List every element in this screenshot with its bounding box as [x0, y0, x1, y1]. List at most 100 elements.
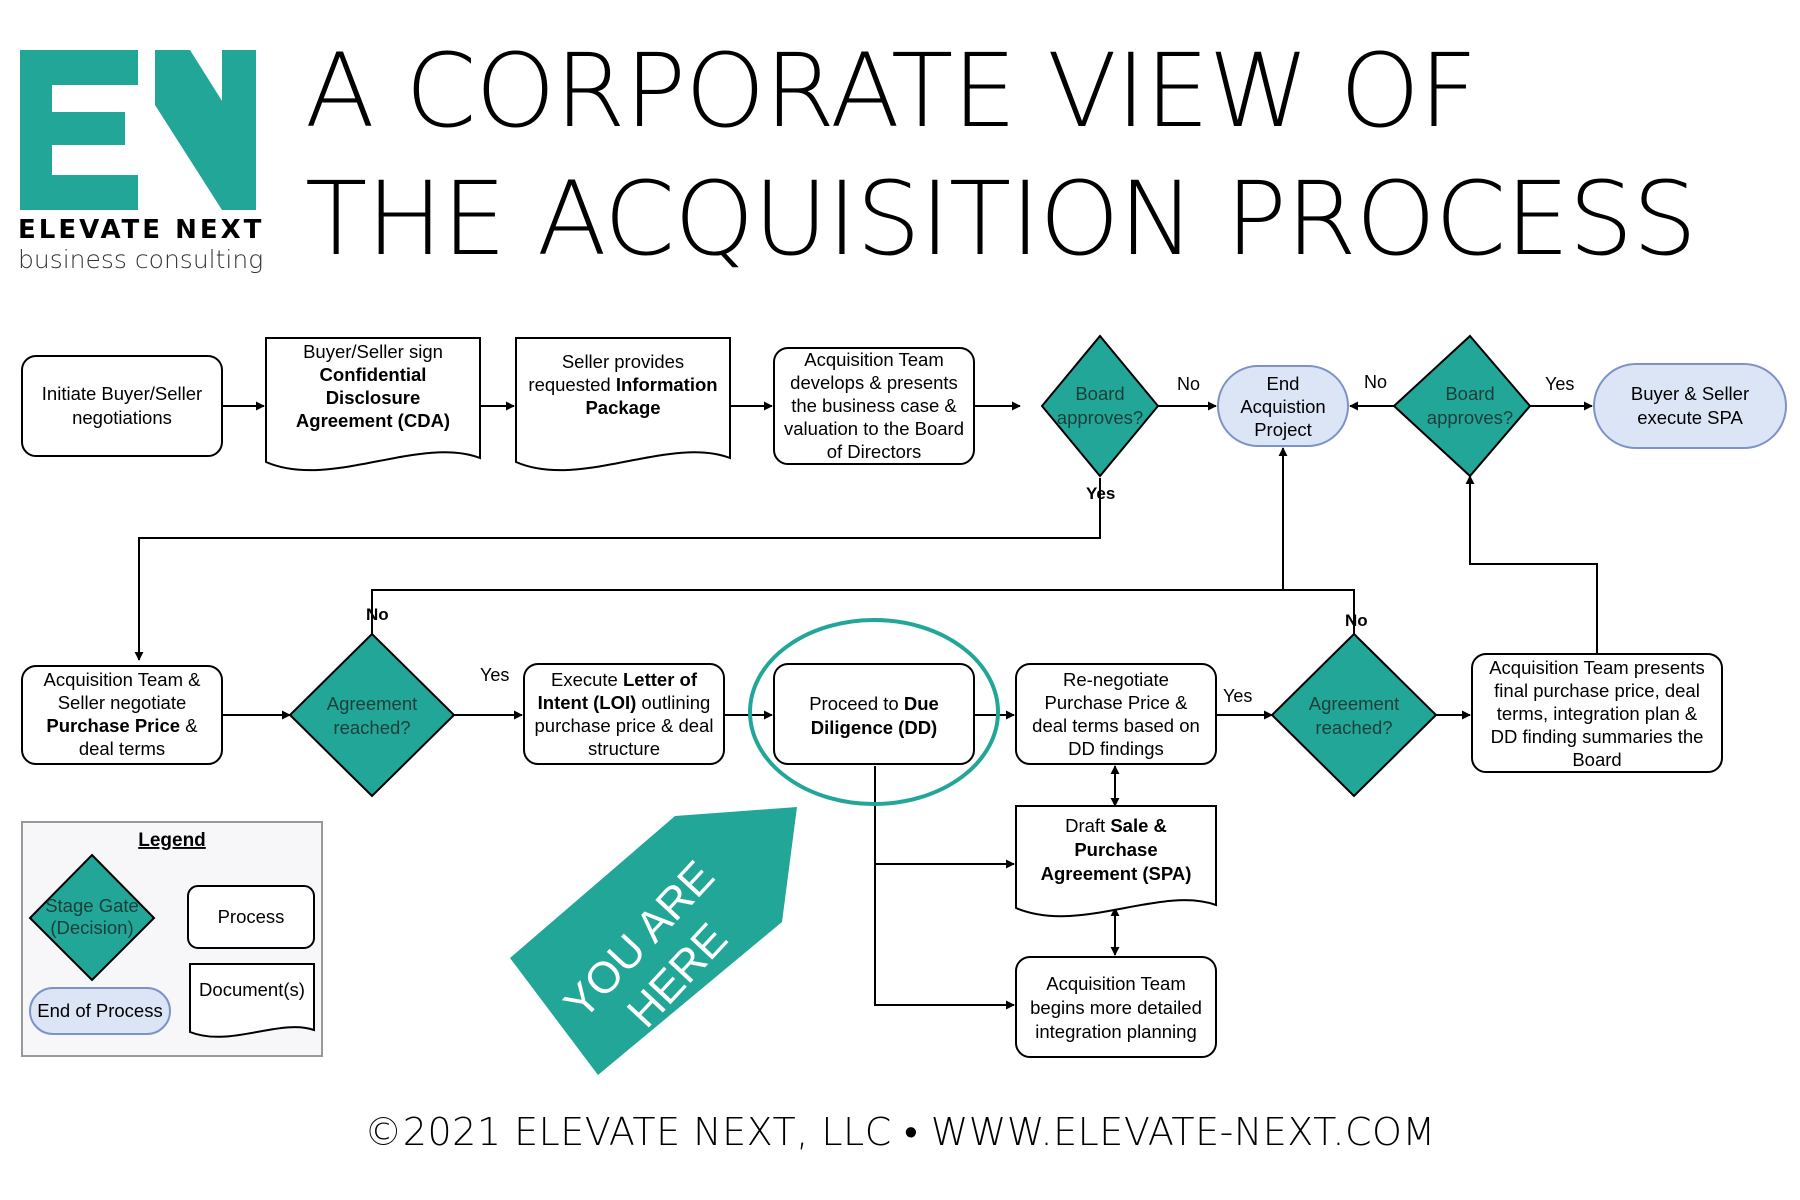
- node-renegotiate-line-2: Purchase Price &: [1045, 692, 1189, 713]
- you-are-here-highlight: [748, 618, 1000, 806]
- node-integration-line-2: begins more detailed: [1030, 997, 1202, 1018]
- title-line-1: A CORPORATE VIEW OF: [305, 32, 1478, 151]
- title-line-2: THE ACQUISITION PROCESS: [305, 160, 1697, 279]
- node-business-case-line-1: Acquisition Team: [804, 349, 944, 370]
- decision-board2: [1392, 334, 1532, 478]
- label-board2-yes: Yes: [1545, 374, 1574, 394]
- node-end-project-line-3: Project: [1254, 419, 1312, 440]
- legend-stage-gate-line-2: (Decision): [50, 917, 133, 938]
- legend-end-shape: [29, 987, 171, 1035]
- node-loi-line-2: Intent (LOI) outlining: [538, 692, 711, 713]
- node-final-present-line-5: Board: [1572, 749, 1621, 770]
- node-board2-line-1: Board: [1445, 383, 1494, 404]
- node-integration-line-3: integration planning: [1035, 1021, 1197, 1042]
- terminal-execute-spa: [1593, 363, 1787, 449]
- process-negotiate: [21, 665, 223, 765]
- node-renegotiate-line-1: Re-negotiate: [1063, 669, 1169, 690]
- node-due-diligence-line-1: Proceed to Due: [809, 693, 939, 714]
- node-execute-spa-line-1: Buyer & Seller: [1631, 383, 1749, 404]
- node-draft-spa-line-3: Agreement (SPA): [1041, 863, 1192, 884]
- node-business-case-line-3: the business case &: [791, 395, 957, 416]
- legend: Legend Stage Gate (Decision) Process End…: [21, 821, 323, 1057]
- node-initiate-line-2: negotiations: [72, 407, 172, 428]
- process-integration: [1015, 956, 1217, 1058]
- node-loi-line-4: structure: [588, 738, 660, 759]
- node-integration-line-1: Acquisition Team: [1046, 973, 1186, 994]
- legend-document-shape: [189, 963, 315, 1038]
- label-board1-yes: Yes: [1086, 484, 1115, 503]
- process-renegotiate: [1015, 663, 1217, 765]
- label-agreement1-no: No: [366, 605, 389, 624]
- node-agreement2-line-1: Agreement: [1309, 693, 1400, 714]
- label-agreement2-yes: Yes: [1223, 686, 1252, 706]
- decision-agreement1: [288, 632, 456, 798]
- node-cda-line-2: Confidential: [320, 364, 427, 385]
- legend-title: Legend: [138, 830, 206, 851]
- footer-copyright: ©2021 ELEVATE NEXT, LLC • WWW.ELEVATE-NE…: [364, 1110, 1436, 1154]
- legend-end-label: End of Process: [37, 1000, 162, 1021]
- decision-board1-outline: [1040, 334, 1160, 478]
- node-loi-line-3: purchase price & deal: [535, 715, 714, 736]
- legend-stage-gate-line-1: Stage Gate: [45, 895, 139, 916]
- document-draft-spa: [1015, 805, 1217, 918]
- node-initiate-line-1: Initiate Buyer/Seller: [42, 383, 202, 404]
- edge-dd-draft: [874, 766, 1015, 869]
- node-board2-line-2: approves?: [1427, 407, 1513, 428]
- document-cda: [265, 337, 481, 472]
- node-renegotiate-line-3: deal terms based on: [1032, 715, 1200, 736]
- process-due-diligence: [773, 663, 975, 765]
- page-title: A CORPORATE VIEW OF THE ACQUISITION PROC…: [305, 28, 1785, 284]
- node-negotiate-line-2: Seller negotiate: [58, 692, 187, 713]
- edge-board1-yes: [134, 478, 1101, 661]
- edge-final-board2: [1465, 475, 1598, 654]
- node-due-diligence-line-2: Diligence (DD): [811, 717, 937, 738]
- node-end-project-line-1: End: [1267, 373, 1300, 394]
- node-execute-spa-line-2: execute SPA: [1637, 407, 1743, 428]
- document-info-package: [515, 337, 731, 472]
- legend-process-shape: [187, 885, 315, 949]
- node-business-case-line-2: develops & presents: [790, 372, 958, 393]
- node-info-package-line-1: Seller provides: [562, 351, 684, 372]
- label-board2-no: No: [1364, 372, 1387, 392]
- legend-document-label: Document(s): [199, 979, 305, 1000]
- you-are-here-arrow: [510, 807, 797, 1075]
- node-agreement1-line-1: Agreement: [327, 693, 418, 714]
- label-board1-no: No: [1177, 374, 1200, 394]
- brand-tagline: business consulting: [18, 245, 264, 274]
- node-business-case-line-5: of Directors: [827, 441, 922, 462]
- node-negotiate-line-3: Purchase Price &: [46, 715, 198, 736]
- edge-dd-integration: [874, 864, 1015, 1010]
- node-cda-line-1: Buyer/Seller sign: [303, 341, 443, 362]
- node-final-present-line-3: terms, integration plan &: [1497, 703, 1698, 724]
- elevate-next-logo: [20, 50, 256, 210]
- node-renegotiate-line-4: DD findings: [1068, 738, 1164, 759]
- node-board1-line-2: approves?: [1057, 407, 1143, 428]
- legend-process-label: Process: [218, 906, 285, 927]
- legend-decision-shape: [28, 853, 156, 982]
- node-agreement2-line-2: reached?: [1315, 717, 1392, 738]
- node-cda-line-3: Disclosure: [326, 387, 421, 408]
- label-agreement1-yes: Yes: [480, 665, 509, 685]
- node-loi-line-1: Execute Letter of: [551, 669, 698, 690]
- label-agreement2-no: No: [1345, 611, 1368, 630]
- node-final-present-line-4: DD finding summaries the: [1491, 726, 1704, 747]
- process-business-case: [773, 347, 975, 465]
- node-cda-line-4: Agreement (CDA): [296, 410, 450, 431]
- node-draft-spa-line-2: Purchase: [1074, 839, 1157, 860]
- terminal-end-project: [1217, 365, 1349, 447]
- node-end-project-line-2: Acquistion: [1240, 396, 1325, 417]
- node-agreement1-line-2: reached?: [333, 717, 410, 738]
- node-negotiate-line-1: Acquisition Team &: [44, 669, 202, 690]
- node-info-package-line-2: requested Information: [528, 374, 717, 395]
- edge-no-to-end: [371, 589, 1355, 634]
- process-final-present: [1471, 653, 1723, 773]
- node-negotiate-line-4: deal terms: [79, 738, 165, 759]
- process-initiate: [21, 355, 223, 457]
- node-board1-line-1: Board: [1075, 383, 1124, 404]
- node-draft-spa-line-1: Draft Sale &: [1065, 815, 1167, 836]
- process-loi: [523, 663, 725, 765]
- node-final-present-line-1: Acquisition Team presents: [1489, 657, 1705, 678]
- node-final-present-line-2: final purchase price, deal: [1494, 680, 1700, 701]
- brand-name: ELEVATE NEXT: [18, 215, 265, 245]
- decision-agreement2: [1270, 632, 1438, 798]
